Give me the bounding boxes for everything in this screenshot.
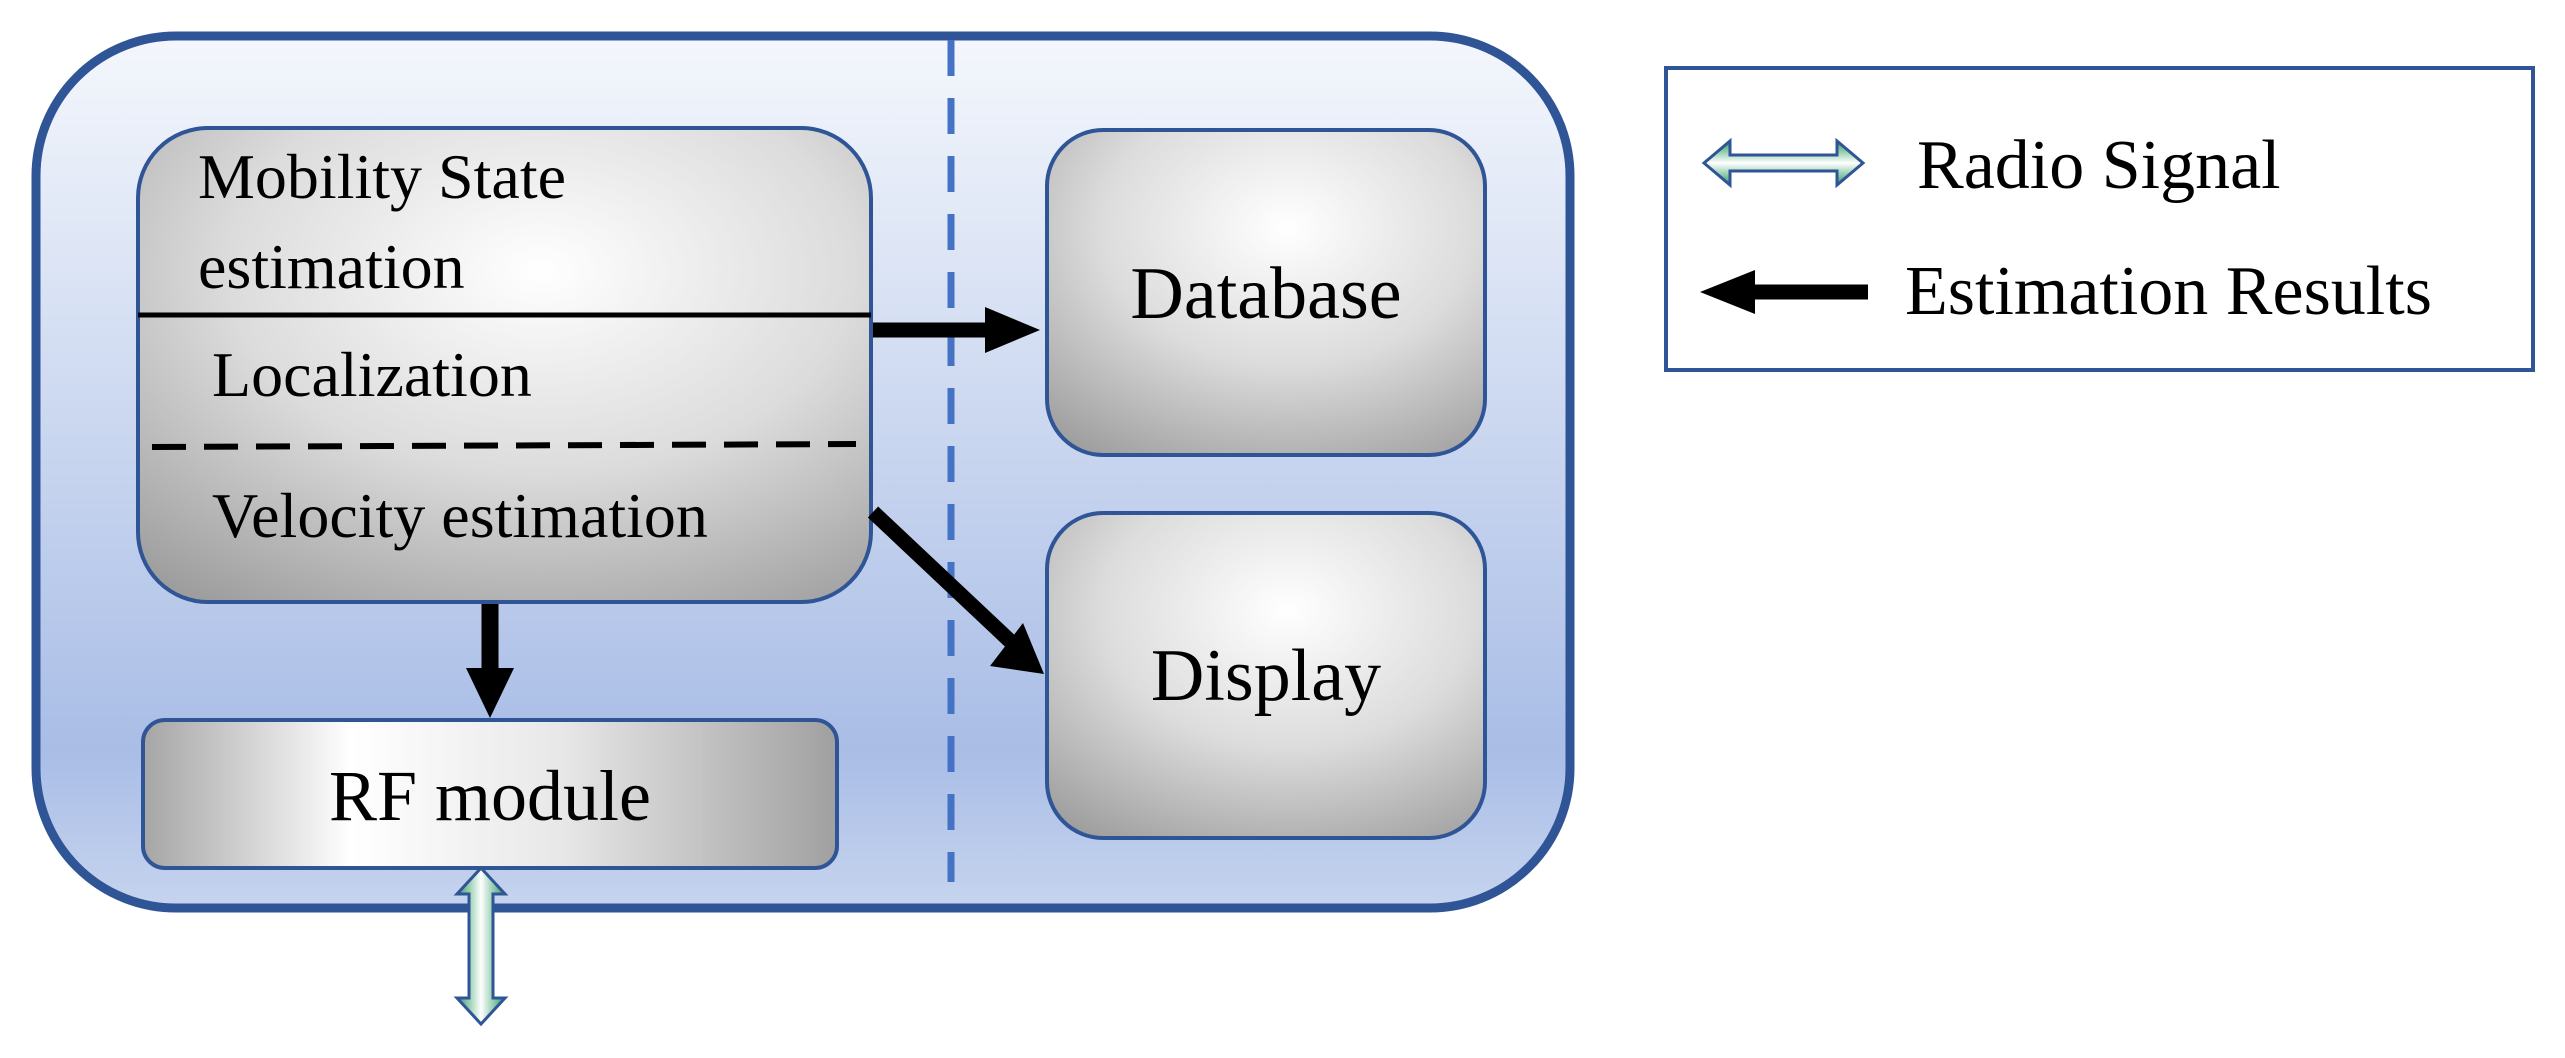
database-label: Database <box>1130 253 1401 335</box>
velocity-estimation-label: Velocity estimation <box>212 480 708 551</box>
arrow-to-database <box>873 307 1040 353</box>
legend-box <box>1664 66 2535 372</box>
estimation-block <box>136 126 873 604</box>
arrow-to-display <box>867 506 1044 674</box>
mobility-state-label-line2: estimation <box>198 231 465 302</box>
legend-estimation-results-label: Estimation Results <box>1905 253 2432 330</box>
mobility-state-label-line1: Mobility State <box>198 141 566 212</box>
rf-module-label: RF module <box>329 756 651 836</box>
rf-module-box <box>141 718 839 870</box>
legend-estimation-results-icon <box>1700 270 1868 314</box>
display-box <box>1045 511 1487 840</box>
database-box <box>1045 128 1487 457</box>
legend-radio-signal-label: Radio Signal <box>1917 127 2281 204</box>
radio-signal-arrow <box>453 865 509 1027</box>
estimation-dashed-separator <box>151 441 857 450</box>
display-label: Display <box>1151 635 1381 717</box>
legend-radio-signal-icon <box>1701 137 1866 189</box>
arrow-to-rf-module <box>466 604 514 718</box>
localization-label: Localization <box>212 339 532 410</box>
